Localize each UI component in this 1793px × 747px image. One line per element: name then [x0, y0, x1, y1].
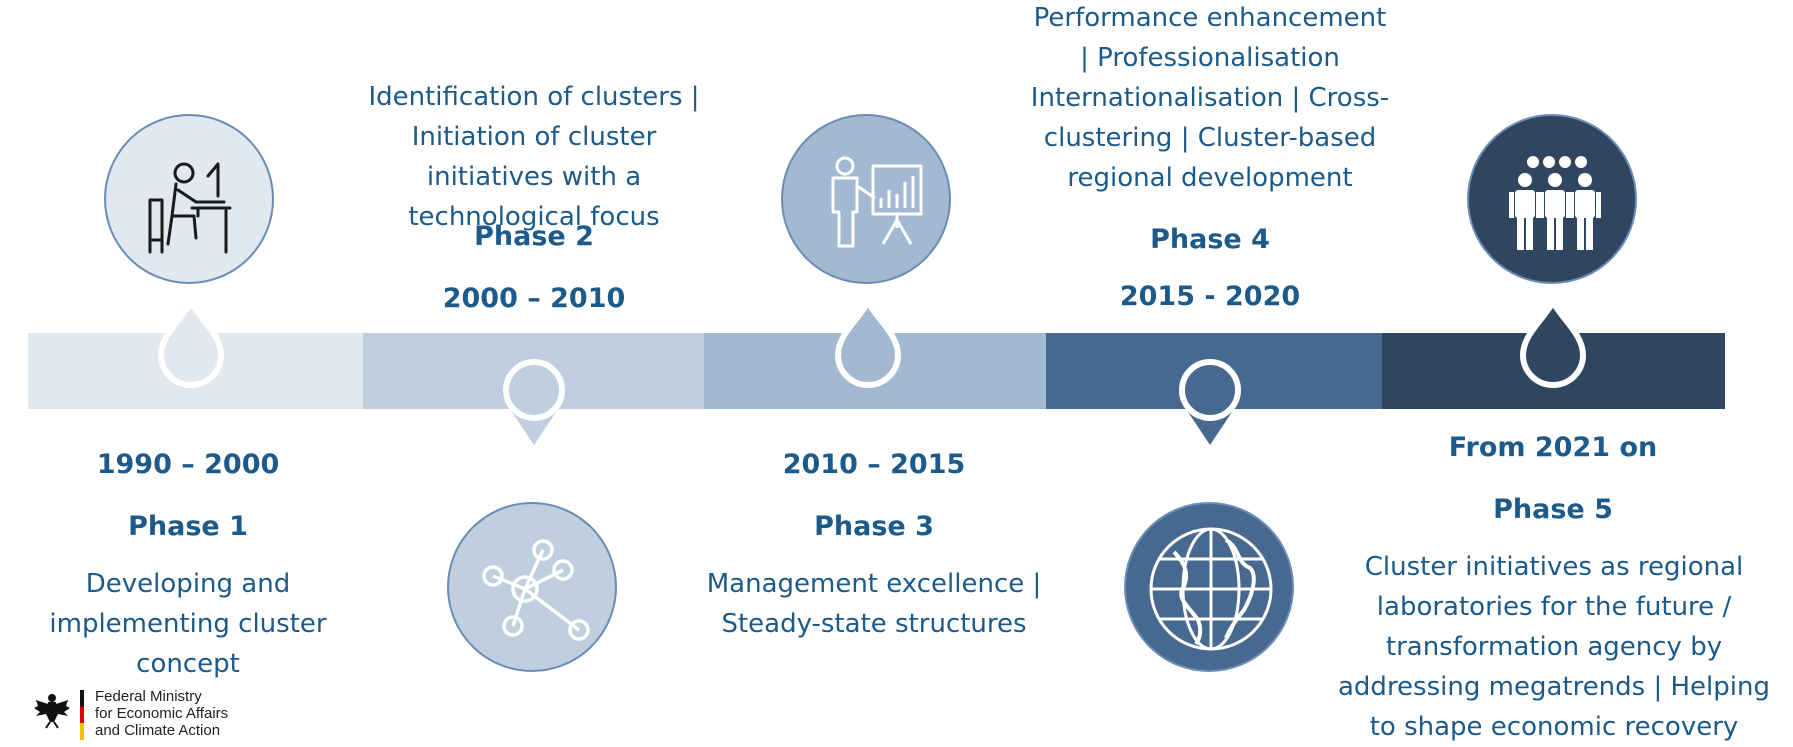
phase-4-description: Performance enhancement | Professionalis… [1030, 3, 1390, 193]
globe-icon [1149, 527, 1273, 651]
ministry-name-line-1: Federal Ministry [95, 688, 202, 705]
pin-marker-phase-2 [502, 355, 566, 445]
phase-2-description: Identification of clusters | Initiation … [368, 82, 700, 232]
drop-marker-phase-5 [1519, 295, 1587, 388]
phase-4-period: 2015 - 2020 [1119, 281, 1301, 312]
phase-1-title: Phase 1 [128, 511, 248, 542]
phase-1-icon-circle [104, 114, 274, 284]
ministry-name-line-3: and Climate Action [95, 722, 221, 739]
drop-marker-phase-1 [157, 295, 225, 388]
phase-2-icon-circle [447, 502, 617, 672]
phase-5-title: Phase 5 [1493, 494, 1613, 525]
phase-3-period: 2010 – 2015 [782, 449, 966, 480]
phase-5-description: Cluster initiatives as regional laborato… [1338, 552, 1770, 742]
phase-1-description: Developing and implementing cluster conc… [49, 569, 327, 679]
ministry-name: Federal Ministry for Economic Affairs an… [95, 688, 228, 739]
phase-2-title: Phase 2 [474, 221, 594, 252]
group-of-people-icon [1509, 156, 1601, 250]
phase-1-period: 1990 – 2000 [96, 449, 280, 480]
phase-4-title: Phase 4 [1150, 224, 1270, 255]
phase-4-icon-circle [1124, 502, 1294, 672]
pin-marker-phase-4 [1178, 355, 1242, 445]
phase-3-icon-circle [781, 114, 951, 284]
ministry-logo [34, 688, 294, 740]
phase-3-description: Management excellence | Steady-state str… [706, 569, 1042, 639]
presenter-chart-icon [831, 156, 923, 248]
federal-eagle-icon [34, 694, 70, 729]
person-at-computer-icon [148, 162, 232, 254]
phase-3-title: Phase 3 [814, 511, 934, 542]
phase-2-period: 2000 – 2010 [442, 283, 626, 314]
phase-5-icon-circle [1467, 114, 1637, 284]
phase-5-period: From 2021 on [1448, 432, 1658, 463]
ministry-name-line-2: for Economic Affairs [95, 705, 229, 722]
network-nodes-icon [482, 539, 590, 641]
drop-marker-phase-3 [834, 295, 902, 388]
logo-flag-bar [80, 690, 84, 740]
